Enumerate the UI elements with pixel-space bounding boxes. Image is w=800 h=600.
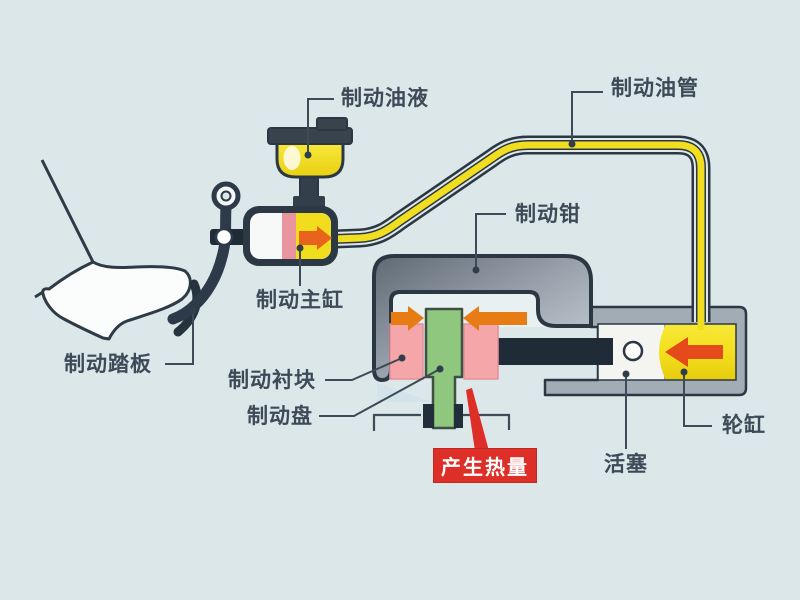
brake-fluid-reservoir	[267, 117, 353, 208]
disc-mount-right	[454, 404, 463, 428]
label-wheel-cylinder: 轮缸	[722, 414, 766, 437]
brake-pad-right	[463, 323, 499, 380]
leader-wheel-cylinder	[683, 372, 712, 427]
leader-brake-pad	[325, 357, 403, 381]
leader-brake-caliper	[475, 213, 506, 270]
leader-brake-fluid	[307, 98, 334, 155]
foot-shape	[41, 260, 192, 341]
wheel-cylinder-arrow-left-icon	[665, 337, 723, 367]
reservoir-cap	[316, 117, 348, 131]
caliper-arrow-right-icon	[391, 306, 424, 331]
label-brake-pipe: 制动油管	[611, 77, 699, 100]
pedal-pivot-hole	[220, 190, 232, 202]
brake-pipe	[333, 135, 711, 330]
label-piston: 活塞	[604, 453, 648, 476]
leader-brake-pedal	[165, 311, 194, 365]
label-brake-caliper: 制动钳	[515, 203, 581, 226]
heat-generated-badge: 产生热量	[433, 448, 537, 483]
caliper-arrow-left-icon	[463, 306, 527, 331]
caliper-push-rod	[490, 338, 613, 365]
reservoir-highlight	[283, 146, 301, 170]
label-brake-pad: 制动衬块	[228, 369, 316, 392]
reservoir-flange	[293, 196, 325, 208]
leader-brake-pipe	[571, 91, 603, 144]
heat-generated-text: 产生热量	[441, 457, 529, 479]
dust-shading	[377, 383, 433, 402]
master-cylinder-seal	[282, 213, 296, 259]
label-brake-fluid: 制动油液	[341, 87, 429, 110]
leader-lines	[165, 91, 712, 449]
master-cylinder-arrow-right-icon	[299, 226, 332, 250]
brake-caliper-body	[372, 254, 593, 382]
heat-wedge	[466, 388, 489, 451]
piston-hole	[622, 340, 644, 362]
brake-pad-left	[389, 323, 424, 380]
heel-line	[34, 290, 44, 299]
label-brake-disc: 制动盘	[247, 405, 313, 428]
leader-dots	[189, 140, 688, 378]
pedal-lever	[167, 200, 232, 325]
label-brake-pedal: 制动踏板	[64, 353, 152, 376]
label-master-cylinder: 制动主缸	[256, 289, 344, 312]
master-cylinder	[243, 206, 338, 266]
leg-line	[40, 159, 95, 263]
leader-brake-disc	[319, 368, 441, 417]
disc-mount-left	[423, 404, 434, 428]
push-rod-joint	[214, 227, 234, 247]
reservoir-rim	[267, 127, 353, 145]
